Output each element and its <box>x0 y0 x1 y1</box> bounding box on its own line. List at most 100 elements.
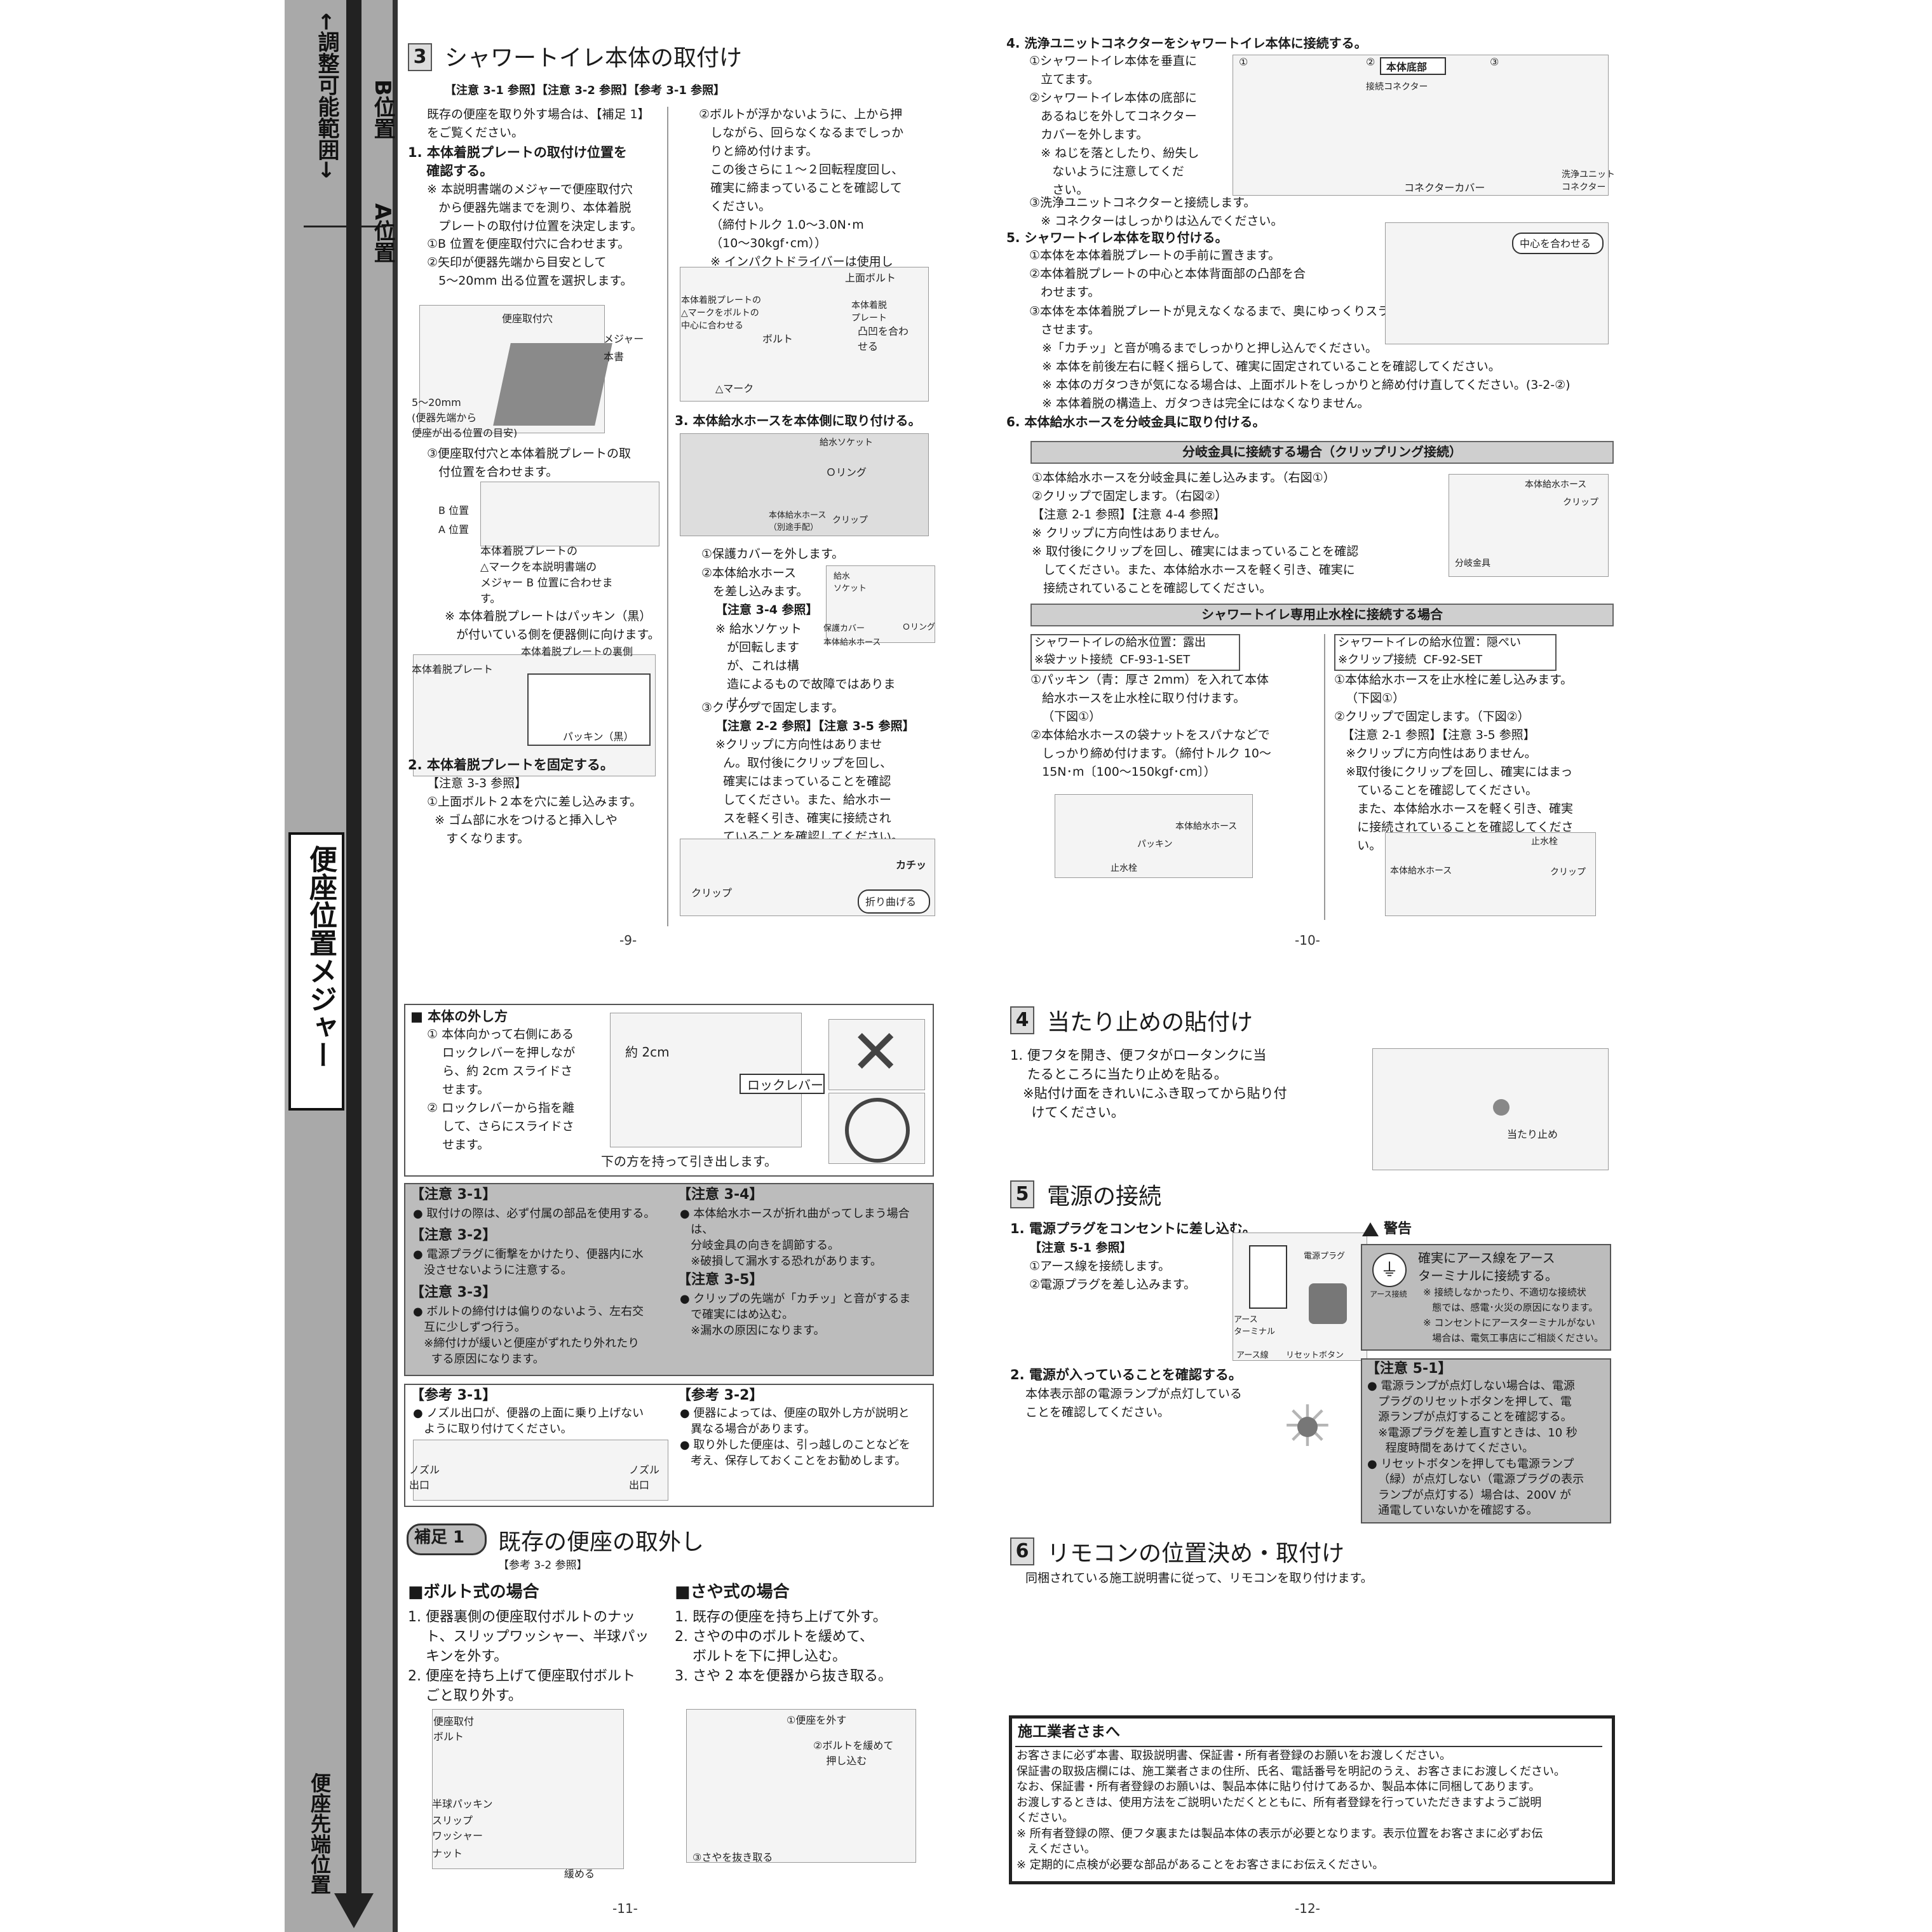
s4c-step5-c: ③本体を本体着脱プレートが見えなくなるまで、奥にゆっくりスライド させます。 <box>1029 304 1414 337</box>
supplement-title: 既存の便座の取外し <box>498 1529 705 1555</box>
center-label-box <box>1512 233 1604 254</box>
c31-text: ● 取付けの際は、必ず付属の部品を使用する。 <box>413 1207 656 1220</box>
lock-lever-label-box <box>740 1074 825 1094</box>
saya-title: ■さや式の場合 <box>675 1583 790 1602</box>
saya-figure <box>686 1709 916 1863</box>
removal-title: ■ 本体の外し方 <box>410 1009 508 1024</box>
fig1-label-2: 本書 <box>604 351 625 363</box>
s6-text: 同梱されている施工説明書に従って、リモコンを取り付けます。 <box>1025 1571 1373 1585</box>
fig12-label-0: 止水栓 <box>1531 837 1558 847</box>
fig5-label-3: クリップ <box>832 515 868 525</box>
page-number-12: -12- <box>1295 1901 1320 1916</box>
s4c-step5-title: 5. シャワートイレ本体を取り付ける。 <box>1006 230 1228 245</box>
fig4-label-1: 本体着脱プレートの △マークをボルトの 中心に合わせる <box>681 295 761 331</box>
s5-fig-label-2: アース線 <box>1236 1351 1269 1360</box>
removal-fig-label-0: 約 2cm <box>625 1044 670 1060</box>
removal-b: ② ロックレバーから指を離 して、さらにスライドさ せます。 <box>427 1101 575 1152</box>
s4c-step5-a: ①本体を本体着脱プレートの手前に置きます。 <box>1029 248 1281 262</box>
section-6-title: リモコンの位置決め・取付け <box>1047 1541 1345 1567</box>
bolt-fig-label-2: スリップ ワッシャー <box>432 1814 483 1842</box>
s4-text: 1. 便フタを開き、便フタがロータンクに当 たるところに当たり止めを貼る。 ※貼… <box>1010 1048 1287 1120</box>
s3-step1-note2: ※ 本体着脱プレートはパッキン（黒） が付いている側を便器側に向けます。 <box>445 609 660 642</box>
fig7-label-1: カチッ <box>896 859 927 871</box>
nut-figure <box>1055 794 1253 878</box>
saya-fig-label-2: ③さやを抜き取る <box>692 1851 773 1863</box>
fig3-label-2: パッキン（黒） <box>563 731 634 743</box>
warning-text: 確実にアース線をアース ターミナルに接続する。 <box>1418 1250 1558 1283</box>
warning-icon-label: アース接続 <box>1370 1290 1407 1299</box>
s5-step1: 1. 電源プラグをコンセントに差し込む。 <box>1010 1221 1256 1236</box>
ruler-title-box <box>288 832 344 1111</box>
installer-title-rule <box>1015 1746 1602 1747</box>
fig11-label-1: パッキン <box>1137 839 1173 849</box>
s3-step1-b: ②矢印が便器先端から目安として 5～20mm 出る位置を選択します。 <box>427 255 633 288</box>
fold-badge <box>858 889 930 914</box>
valve-column-divider <box>1324 634 1325 920</box>
section-4-title: 当たり止めの貼付け <box>1047 1010 1253 1036</box>
fig3-label-1: 本体着脱プレート <box>412 663 494 675</box>
bolt-fig-label-4: 緩める <box>564 1868 595 1880</box>
section-4-number: 4 <box>1010 1006 1034 1034</box>
right-head: シャワートイレの給水位置：隠ぺい ※クリップ接続 CF-92-SET <box>1338 636 1521 666</box>
warning-triangle-icon <box>1362 1222 1379 1236</box>
fig4-label-3: 凸凹を合わ せる <box>858 325 909 353</box>
ruler-ticks <box>304 226 386 227</box>
fig5-label-2: 本体給水ホース （別途手配） <box>769 511 827 532</box>
fig8-label-5: コネクターカバー <box>1404 182 1485 194</box>
s4c-step4-title: 4. 洗浄ユニットコネクターをシャワートイレ本体に接続する。 <box>1006 36 1367 51</box>
fig3-label-0: 本体着脱プレートの裏側 <box>521 645 633 658</box>
removal-fig-label-1: ロックレバー <box>747 1077 823 1093</box>
s3-step3-c: ③クリップで固定します。 <box>701 701 844 715</box>
s3-step3-b: ②本体給水ホース を差し込みます。 <box>701 566 809 598</box>
fig2-note: 本体着脱プレートの △マークを本説明書端の メジャー B 位置に合わせま す。 <box>480 545 613 605</box>
supplement-ref: 【参考 3-2 参照】 <box>498 1559 588 1572</box>
s4c-step4-b: ②シャワートイレ本体の底部に あるねじを外してコネクター カバーを外します。 ※… <box>1029 91 1199 197</box>
fig10-label-2: 分岐金具 <box>1455 558 1490 569</box>
fig8-label-4: 接続コネクター <box>1366 82 1428 92</box>
section-3-number: 3 <box>408 43 432 71</box>
fig4-label-0: 上面ボルト <box>845 272 896 284</box>
section-6-number: 6 <box>1010 1537 1034 1565</box>
fig4-label-2: 本体着脱 プレート <box>851 301 887 323</box>
clip-valve-figure <box>1385 832 1596 916</box>
ruler-right-edge <box>393 0 398 1932</box>
c35-title: 【注意 3-5】 <box>677 1272 764 1288</box>
left-position-head-box <box>1030 634 1240 671</box>
fig8-label-2: ③ <box>1490 56 1499 68</box>
fig1-label-0: 便座取付穴 <box>502 313 553 325</box>
s3-col2-b: ②ボルトが浮かないように、上から押 しながら、回らなくなるまでしっか りと締め付… <box>699 107 904 287</box>
c33-title: 【注意 3-3】 <box>410 1285 497 1300</box>
s5-fig-label-0: 電源プラグ <box>1304 1252 1346 1261</box>
bolt-plate-figure <box>680 267 929 402</box>
saya-fig-label-1: ②ボルトを緩めて 押し込む <box>813 1739 894 1767</box>
s3-step1-title: 1. 本体着脱プレートの取付け位置を 確認する。 <box>408 145 627 179</box>
ng-figure <box>828 1019 925 1090</box>
outlet-shape <box>1249 1245 1287 1309</box>
s3-step1-note: ※ 本説明書端のメジャーで便座取付穴 から便器先端までを測り、本体着脱 プレート… <box>427 182 643 233</box>
c51-title: 【注意 5-1】 <box>1366 1361 1452 1377</box>
caution-area <box>404 1183 934 1376</box>
fig6-label-2: Ｏリング <box>902 623 936 632</box>
left-text: ①パッキン（青：厚さ 2mm）を入れて本体 給水ホースを止水栓に取り付けます。 … <box>1030 673 1271 779</box>
page-number-10: -10- <box>1295 933 1320 948</box>
fig1-label-1: メジャー <box>604 333 644 345</box>
bolt-title: ■ボルト式の場合 <box>408 1583 539 1602</box>
right-position-head-box <box>1334 634 1557 671</box>
warning-title: 警告 <box>1384 1221 1412 1237</box>
c32-text: ● 電源プラグに衝撃をかけたり、便器内に水 没させないように注意する。 <box>413 1248 644 1277</box>
bolt-figure <box>432 1709 624 1869</box>
fig4-label-5: △マーク <box>715 382 754 395</box>
s3-step2-ref: 【注意 3-3 参照】 <box>427 776 527 790</box>
bar-branch-fitting: 分岐金具に接続する場合（クリップリング接続） <box>1030 441 1614 464</box>
nozzle-figure <box>413 1440 668 1501</box>
fig4-label-4: ボルト <box>762 333 794 345</box>
section-3-refs: 【注意 3-1 参照】【注意 3-2 参照】【参考 3-1 参照】 <box>445 84 726 97</box>
s3-step1-a: ①B 位置を便座取付穴に合わせます。 <box>427 237 630 251</box>
fig8-label-3: 本体底部 <box>1386 61 1428 73</box>
right-text: ①本体給水ホースを止水栓に差し込みます。 （下図①） ②クリップで固定します。（… <box>1334 673 1574 853</box>
saya-steps: 1. 既存の便座を持ち上げて外す。 2. さやの中のボルトを緩めて、 ボルトを下… <box>675 1609 892 1684</box>
c34-title: 【注意 3-4】 <box>677 1187 764 1203</box>
ruler-tip-label: 便座先端位置 <box>307 1773 332 1895</box>
stopper-figure <box>1372 1048 1609 1170</box>
s3-step3-ref1: 【注意 3-4 参照】 <box>715 603 818 617</box>
